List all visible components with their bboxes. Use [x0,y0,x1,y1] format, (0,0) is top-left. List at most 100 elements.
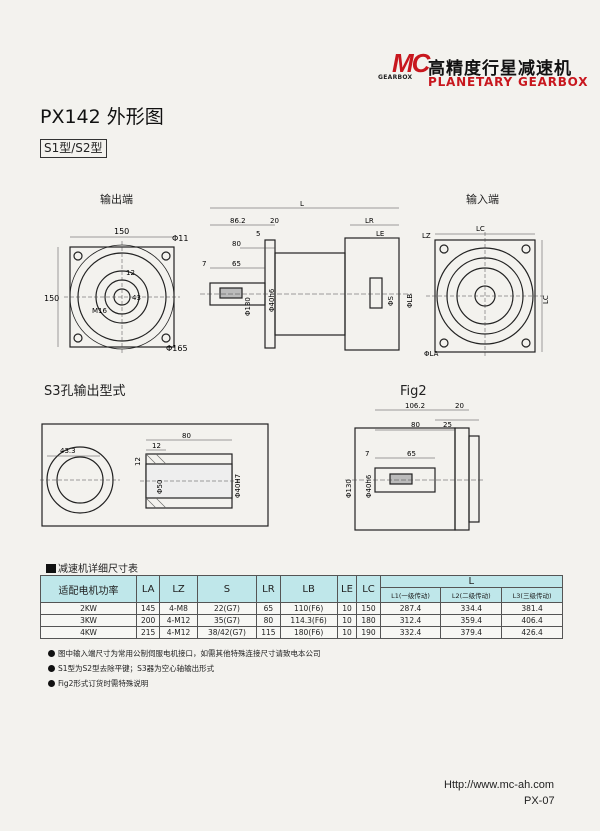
dim-LR: LR [365,217,374,225]
fig2-dim-80: 80 [411,421,420,429]
dim-thread: M16 [92,307,107,315]
dim-key: 12 [126,269,135,277]
dim-130: Φ130 [244,297,252,316]
table-title-text: 减速机详细尺寸表 [58,564,138,575]
th-LB: LB [279,575,338,603]
fig2-dim-7: 7 [365,450,369,458]
fig2-dim-20: 20 [455,402,464,410]
table-cell: 312.4 [379,614,442,627]
th-L: L [379,575,564,588]
input-end-label: 输入端 [466,193,499,206]
table-cell: 4-M12 [159,626,198,639]
dim-5: 5 [256,230,260,238]
s3-drawing: 43.3 80 12 12 Φ50 Φ40H7 [40,423,269,527]
table-cell: 4-M8 [159,602,198,615]
table-cell: 200 [135,614,161,627]
dim-height: 150 [44,294,59,303]
th-L3: L3(三级传动) [501,587,563,603]
table-cell: 35(G7) [196,614,258,627]
dim-LC-side: LC [542,295,550,304]
table-cell: 38/42(G7) [196,626,258,639]
dim-pcd: Φ165 [166,344,188,353]
table-cell: 426.4 [501,626,563,639]
note-text-3: Fig2形式订货时需特殊说明 [58,679,149,688]
table-cell: 10 [336,626,358,639]
table-cell: 381.4 [501,602,563,615]
dim-LB: ΦLB [406,294,414,308]
table-cell: 65 [256,602,281,615]
s3-dim-40: Φ40H7 [234,474,242,498]
fig2-drawing: 106.2 20 80 25 7 65 Φ130 Φ40h6 [345,402,485,531]
logo-mark: MC [392,48,430,78]
table-cell: 80 [256,614,281,627]
table-cell: 115 [256,626,281,639]
brand-name-cn: 高精度行星减速机 [428,59,572,79]
fig2-title: Fig2 [400,384,427,399]
s3-section-title: S3孔输出型式 [44,384,126,399]
dim-20: 20 [270,217,279,225]
brand-name-en: PLANETARY GEARBOX [428,75,589,89]
th-L1: L1(一级传动) [379,587,442,603]
table-cell: 334.4 [440,602,503,615]
dim-40: Φ40h6 [268,288,276,312]
page-title: PX142 外形图 [40,106,164,128]
table-cell: 4KW [40,626,137,639]
dim-7: 7 [202,260,206,268]
note-text-1: 图中输入端尺寸为常用公制伺服电机接口，如需其他特殊连接尺寸请致电本公司 [58,649,321,658]
table-cell: 10 [336,602,358,615]
table-cell: 4-M12 [159,614,198,627]
s3-dim-12: 12 [152,442,161,450]
fig2-dim-106-2: 106.2 [405,402,425,410]
s3-dim-50: Φ50 [156,480,164,494]
fig2-dim-40: Φ40h6 [365,474,373,498]
th-LR: LR [256,575,281,603]
dim-shaft: 43 [132,294,141,302]
type-label: S1型/S2型 [40,139,107,158]
table-cell: 110(F6) [279,602,338,615]
table-cell: 359.4 [440,614,503,627]
table-cell: 3KW [40,614,137,627]
table-title-marker [46,564,56,573]
note-item: S1型为S2型去除平键；S3器为空心轴输出形式 [48,661,321,676]
output-end-label: 输出端 [100,193,133,206]
page-number: PX-07 [524,795,555,807]
dim-LA: ΦLA [424,350,439,358]
table-cell: 10 [336,614,358,627]
table-cell: 215 [135,626,161,639]
dim-86-2: 86.2 [230,217,246,225]
table-cell: 150 [356,602,381,615]
table-cell: 145 [135,602,161,615]
note-text-2: S1型为S2型去除平键；S3器为空心轴输出形式 [58,664,215,673]
logo-subtext: GEARBOX [378,74,413,81]
s3-dim-12b: 12 [134,457,142,466]
dim-S: ΦS [387,295,395,306]
table-cell: 114.3(F6) [279,614,338,627]
notes: 图中输入端尺寸为常用公制伺服电机接口，如需其他特殊连接尺寸请致电本公司 S1型为… [48,646,321,691]
table-cell: 180 [356,614,381,627]
s3-dim-80: 80 [182,432,191,440]
dim-80: 80 [232,240,241,248]
dim-L: L [300,200,304,208]
table-cell: 406.4 [501,614,563,627]
th-L2: L2(二级传动) [440,587,503,603]
th-LA: LA [135,575,161,603]
output-end-drawing: 150 150 Φ11 12 43 M16 Φ165 [44,227,188,353]
th-LZ: LZ [159,575,198,603]
fig2-dim-65: 65 [407,450,416,458]
th-motor: 适配电机功率 [40,575,137,603]
dim-LC-top: LC [476,225,485,233]
dim-LZ: LZ [422,232,431,240]
th-LE: LE [336,575,358,603]
side-view-drawing: L 86.2 20 5 80 7 65 LR LE Φ130 Φ40h6 ΦS … [200,200,414,351]
fig2-dim-130: Φ130 [345,479,353,498]
note-item: Fig2形式订货时需特殊说明 [48,676,321,691]
table-cell: 190 [356,626,381,639]
table-cell: 2KW [40,602,137,615]
table-cell: 22(G7) [196,602,258,615]
s3-dim-43-3: 43.3 [60,447,76,455]
input-end-drawing: LC LZ LC ΦLA [422,225,550,358]
footer-url: Http://www.mc-ah.com [444,779,555,791]
